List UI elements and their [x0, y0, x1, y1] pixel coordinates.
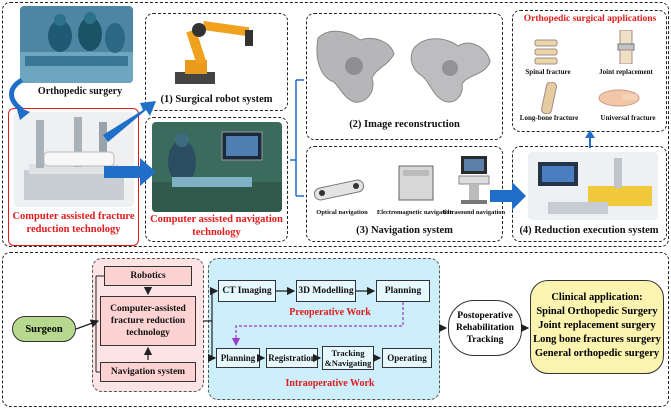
- optical-tracker-image: [312, 176, 367, 204]
- robot-system-frame: [145, 13, 288, 111]
- hand-image: [595, 84, 643, 110]
- reduction-robot-image: [528, 152, 658, 220]
- planning-pre-node: Planning: [376, 280, 430, 302]
- cafrt-label: Computer assisted fracture reduction tec…: [12, 211, 135, 235]
- nav-system-label: (3) Navigation system: [356, 225, 453, 236]
- joint-replacement-label: Joint replacement: [599, 68, 653, 76]
- clinical-item-3: Long bone fractures surgery: [533, 334, 661, 345]
- top-connectors: [9, 77, 595, 210]
- ct-imaging-node: CT Imaging: [218, 280, 276, 302]
- ultrasound-machine-image: [455, 152, 495, 207]
- operating-node: Operating: [382, 348, 432, 368]
- spine-image: [527, 38, 565, 66]
- bottom-section-frame: [2, 252, 669, 407]
- surgeon-node: Surgeon: [12, 316, 76, 342]
- clinical-node: Clinical application: Spinal Orthopedic …: [530, 280, 664, 374]
- postop-label: Postoperative Rehabilitation Tracking: [455, 311, 515, 345]
- clinical-item-4: General orthopedic surgery: [534, 348, 660, 359]
- ct-imaging-label: CT Imaging: [222, 286, 272, 296]
- bone-model-left: [310, 18, 402, 114]
- reduction-label: (4) Reduction execution system: [519, 225, 659, 236]
- image-recon-frame: [306, 13, 503, 140]
- knee-image: [607, 30, 645, 64]
- navsys-node: Navigation system: [100, 362, 196, 382]
- applications-title: Orthopedic surgical applications: [523, 14, 657, 24]
- universal-fracture-label: Universal fracture: [600, 114, 656, 122]
- top-section-frame: [2, 2, 669, 247]
- preop-label: Preoperative Work: [289, 307, 371, 318]
- robotics-label: Robotics: [130, 271, 166, 281]
- modelling-node: 3D Modelling: [296, 280, 356, 302]
- planning-pre-label: Planning: [384, 286, 422, 296]
- clinical-item-1: Spinal Orthopedic Surgery: [536, 306, 658, 317]
- planning-intra-label: Planning: [220, 353, 256, 363]
- long-bone-image: [532, 82, 566, 114]
- navsys-node-label: Navigation system: [110, 367, 186, 377]
- optical-nav-label: Optical navigation: [316, 209, 368, 216]
- registration-label: Registration: [268, 353, 316, 363]
- intraop-label: Intraoperative Work: [285, 378, 375, 389]
- orthopedic-surgery-photo: [20, 6, 133, 83]
- tracking-node: Tracking &Navigating: [322, 346, 374, 370]
- industrial-robot-photo: [165, 16, 265, 88]
- electromagnetic-device-image: [395, 160, 440, 205]
- bone-model-right: [404, 18, 499, 114]
- navigation-or-photo: [152, 122, 282, 212]
- orthopedic-surgery-label: Orthopedic surgery: [37, 86, 123, 97]
- can-tech-label: Computer assisted navigation technology: [150, 214, 283, 238]
- robotics-node: Robotics: [104, 266, 192, 286]
- surgeon-label: Surgeon: [25, 323, 63, 335]
- spinal-fracture-label: Spinal fracture: [525, 68, 571, 76]
- tracking-label: Tracking &Navigating: [324, 348, 372, 368]
- clinical-title: Clinical application:: [551, 292, 643, 303]
- ultrasound-nav-label: Ultrasound navigation: [442, 209, 506, 216]
- cafrt-node: Computer-assisted fracture reduction tec…: [100, 296, 196, 346]
- robot-system-label: (1) Surgical robot system: [160, 94, 273, 105]
- electromagnetic-nav-label: Electromagnetic navigation: [376, 209, 454, 216]
- cafrt-node-label: Computer-assisted fracture reduction tec…: [110, 304, 186, 338]
- modelling-label: 3D Modelling: [298, 286, 354, 296]
- postop-node: Postoperative Rehabilitation Tracking: [448, 300, 522, 356]
- image-recon-label: (2) Image reconstruction: [349, 119, 460, 130]
- planning-intra-node: Planning: [216, 348, 260, 368]
- operating-label: Operating: [387, 353, 427, 363]
- long-bone-fracture-label: Long-bone fracture: [519, 114, 579, 122]
- clinical-item-2: Joint replacement surgery: [538, 320, 656, 331]
